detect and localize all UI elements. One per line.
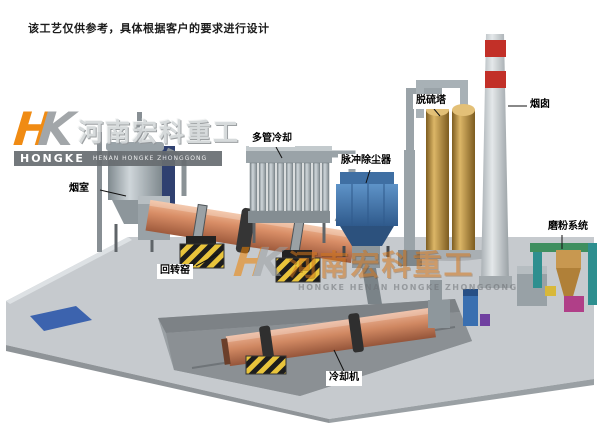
label-chimney: 烟囱 [527, 98, 553, 113]
label-smoke-chamber: 烟室 [66, 182, 92, 197]
logo-company-name-cn: 河南宏科重工 [78, 118, 241, 148]
label-rotary-kiln: 回转窑 [157, 264, 193, 279]
blue-mat [30, 306, 92, 331]
label-multi-tube-cooler: 多管冷却 [249, 132, 295, 147]
logo-banner-sub: HENAN HONGKE ZHONGGONG [92, 155, 208, 163]
logo-banner-main: HONGKE [20, 152, 85, 166]
grinding-system-graphic [517, 243, 597, 312]
pulse-dust-collector-graphic [336, 150, 422, 266]
logo-banner: HONGKE HENAN HONGKE ZHONGGONG [14, 151, 222, 167]
company-logo: HK 河南宏科重工 HONGKE HENAN HONGKE ZHONGGONG [11, 102, 241, 167]
label-grinding-system: 磨粉系统 [545, 220, 591, 235]
chimney-graphic [479, 34, 512, 288]
disclaimer-text: 该工艺仅供参考，具体根据客户的要求进行设计 [28, 22, 270, 35]
multi-tube-cooler-graphic [246, 146, 356, 243]
leader-lines [99, 105, 563, 372]
label-cooling-machine: 冷却机 [326, 371, 362, 386]
label-pulse-dust-collector: 脉冲除尘器 [338, 154, 394, 169]
auxiliary-units-graphic [430, 280, 490, 326]
desulfurization-towers-graphic [406, 80, 487, 261]
logo-hk-monogram-icon: HK [11, 102, 78, 156]
label-desulfurization-tower: 脱硫塔 [413, 94, 449, 109]
cooling-machine-graphic [221, 284, 450, 375]
